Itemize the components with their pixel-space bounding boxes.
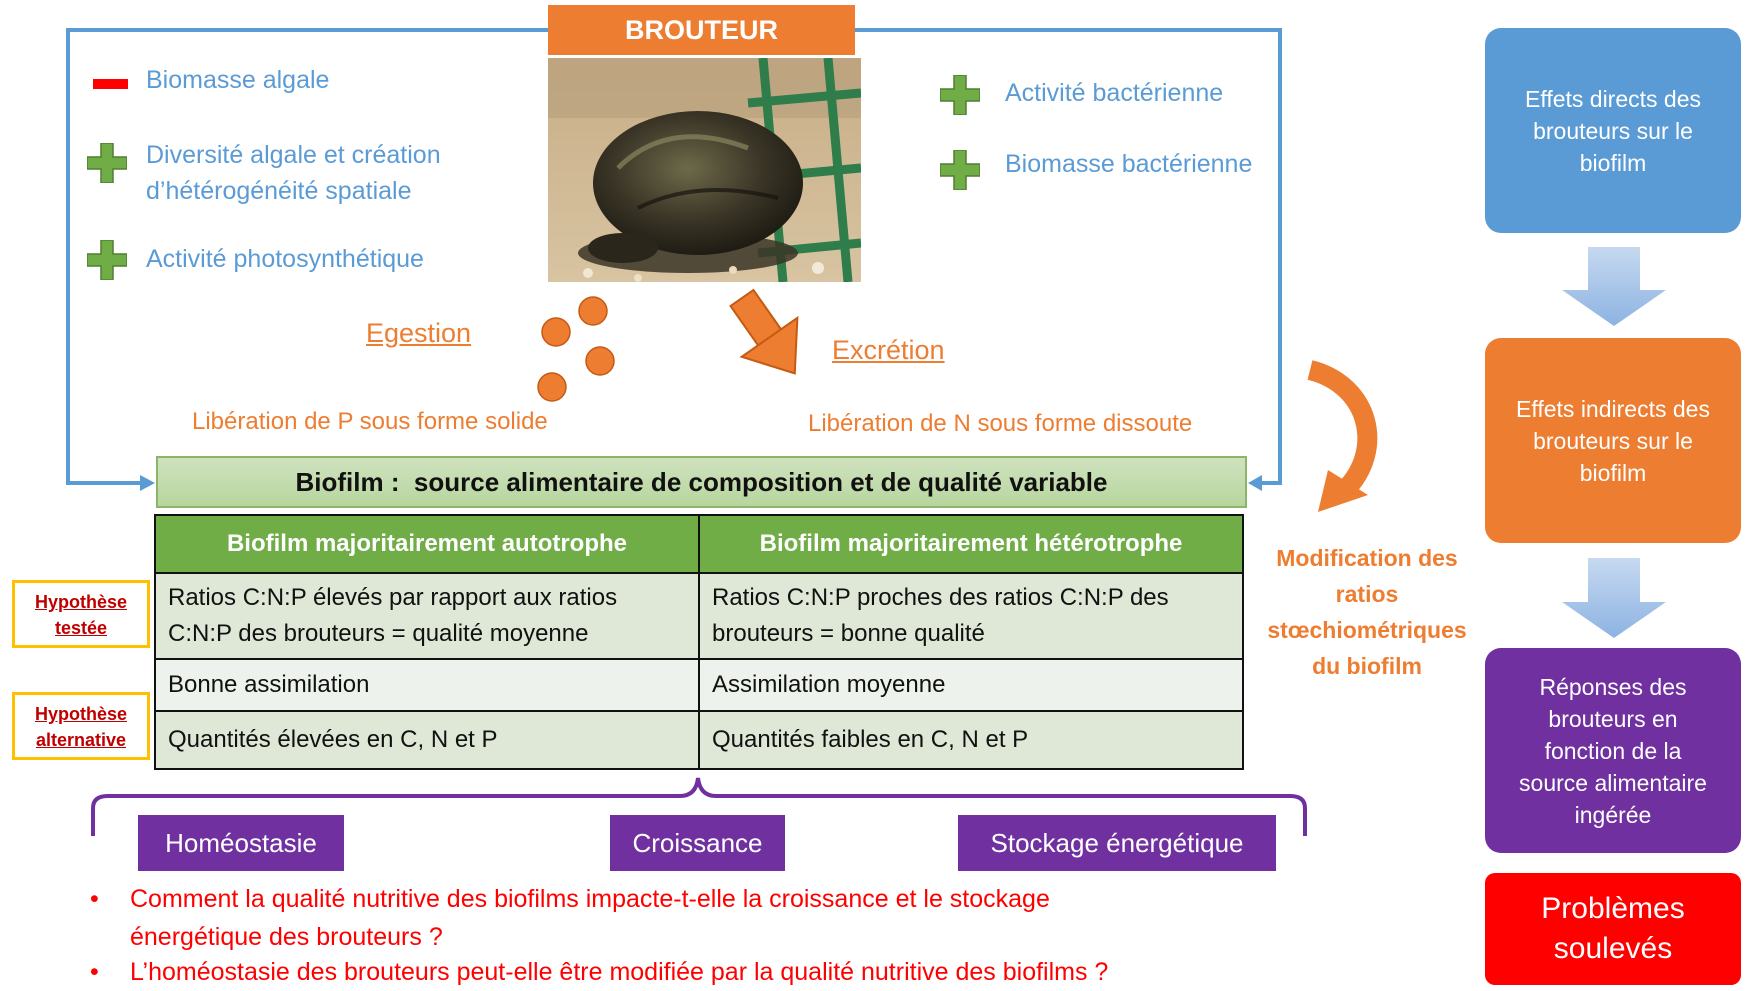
diversite-label-line1: Diversité algale et création (146, 141, 441, 169)
flow-box-line: brouteurs sur le (1533, 117, 1693, 144)
blue-frame-right (855, 28, 1282, 485)
table-header-row: Biofilm majoritairement autotrophe Biofi… (154, 514, 1244, 574)
flow-down-arrow (1562, 558, 1666, 638)
biomasse-algale-label: Biomasse algale (146, 66, 330, 94)
flow-box-line: Problèmes (1541, 892, 1685, 925)
table-row: Quantités élevées en C, N et P Quantités… (154, 710, 1244, 770)
hypothese-alternative-tag: Hypothèse alternative (12, 692, 150, 760)
flow-box-line: biofilm (1579, 459, 1647, 486)
plus-icon (940, 150, 980, 190)
bullet-marker: • (90, 885, 99, 913)
egestion-caption: Libération de P sous forme solide (192, 408, 548, 435)
biomasse-bacterienne-label: Biomasse bactérienne (1005, 150, 1253, 178)
brouteur-label-text: BROUTEUR (625, 14, 778, 45)
blue-frame-left (66, 28, 548, 485)
table-cell: Ratios C:N:P proches des ratios C:N:P de… (698, 572, 1244, 660)
flow-box-line: Effets directs des (1525, 85, 1701, 112)
flow-box-reponses: Réponses des brouteurs en fonction de la… (1485, 648, 1741, 853)
flow-box-line: ingérée (1574, 801, 1652, 828)
pellet (537, 372, 567, 402)
hypothese-alternative-line1: Hypothèse (34, 704, 128, 724)
plus-icon (87, 240, 127, 280)
table-cell-line: Ratios C:N:P élevés par rapport aux rati… (168, 584, 618, 611)
flow-box-problemes: Problèmes soulevés (1485, 873, 1741, 985)
plus-icon (87, 143, 127, 183)
table-cell: Quantités faibles en C, N et P (698, 710, 1244, 770)
flow-box-line: fonction de la (1544, 737, 1682, 764)
table-header-autotrophe: Biofilm majoritairement autotrophe (154, 514, 700, 574)
table-cell-line: C:N:P des brouteurs = qualité moyenne (168, 620, 589, 647)
pellet (541, 317, 571, 347)
flow-box-effets-indirects: Effets indirects des brouteurs sur le bi… (1485, 338, 1741, 543)
table-header-heterotrophe: Biofilm majoritairement hétérotrophe (698, 514, 1244, 574)
blue-frame-right-arrowhead (1248, 475, 1262, 491)
diversite-label: Diversité algale et création d’hétérogén… (146, 137, 441, 209)
photosynthese-label: Activité photosynthétique (146, 245, 424, 273)
flow-box-line: soulevés (1553, 932, 1673, 965)
question-1-line1: Comment la qualité nutritive des biofilm… (130, 885, 1050, 913)
hypothese-testee-tag: Hypothèse testée (12, 580, 150, 648)
snail-photo (548, 58, 861, 282)
modification-line: ratios (1335, 581, 1399, 607)
pellet (585, 346, 615, 376)
flow-box-line: biofilm (1579, 149, 1647, 176)
flow-box-line: source alimentaire (1519, 769, 1707, 796)
question-2: • L’homéostasie des brouteurs peut-elle … (90, 953, 1108, 991)
hypothese-alternative-line2: alternative (35, 730, 127, 750)
blue-frame-left-arrowhead (140, 475, 155, 491)
biofilm-header-text: Biofilm : source alimentaire de composit… (295, 466, 1108, 497)
brouteur-label: BROUTEUR (548, 5, 855, 55)
table-cell-line: Ratios C:N:P proches des ratios C:N:P de… (712, 584, 1169, 611)
purple-brace (91, 777, 1307, 836)
diversite-label-line2: d’hétérogénéité spatiale (146, 177, 412, 205)
question-2-line1: L’homéostasie des brouteurs peut-elle êt… (130, 958, 1109, 986)
flow-box-line: brouteurs sur le (1533, 427, 1693, 454)
table-row: Bonne assimilation Assimilation moyenne (154, 658, 1244, 712)
table-row: Ratios C:N:P élevés par rapport aux rati… (154, 572, 1244, 660)
excretion-caption: Libération de N sous forme dissoute (808, 410, 1193, 437)
plus-icon (940, 75, 980, 115)
flow-box-effets-directs: Effets directs des brouteurs sur le biof… (1485, 28, 1741, 233)
stockage-label: Stockage énergétique (958, 815, 1276, 871)
question-1: • Comment la qualité nutritive des biofi… (90, 880, 1050, 956)
curved-orange-arrow (1307, 360, 1378, 498)
table-cell: Bonne assimilation (154, 658, 700, 712)
table-cell-line: brouteurs = bonne qualité (712, 620, 985, 647)
curved-arrow-head (1318, 470, 1368, 512)
flow-box-line: brouteurs en (1548, 705, 1678, 732)
homeostasie-label: Homéostasie (138, 815, 344, 871)
flow-box-line: Effets indirects des (1516, 395, 1710, 422)
excretion-arrow (729, 288, 799, 375)
flow-down-arrow (1562, 247, 1666, 326)
activite-bacterienne-label: Activité bactérienne (1005, 79, 1224, 107)
table-cell: Assimilation moyenne (698, 658, 1244, 712)
biofilm-header: Biofilm : source alimentaire de composit… (156, 456, 1247, 508)
modification-line: du biofilm (1312, 653, 1422, 679)
egestion-label: Egestion (366, 318, 472, 348)
croissance-label: Croissance (610, 815, 785, 871)
pellet (578, 296, 608, 326)
table-cell: Quantités élevées en C, N et P (154, 710, 700, 770)
question-1-line2: énergétique des brouteurs ? (130, 923, 443, 951)
hypothese-testee-line2: testée (54, 618, 108, 638)
flow-box-line: Réponses des (1539, 673, 1687, 700)
table-cell: Ratios C:N:P élevés par rapport aux rati… (154, 572, 700, 660)
modification-line: stœchiométriques (1267, 617, 1467, 643)
modification-text: Modification des ratios stœchiométriques… (1252, 540, 1482, 684)
biofilm-table: Biofilm majoritairement autotrophe Biofi… (154, 514, 1244, 770)
bullet-marker: • (90, 958, 99, 986)
minus-icon (93, 79, 128, 89)
modification-line: Modification des (1276, 545, 1458, 571)
excretion-label: Excrétion (832, 335, 945, 365)
hypothese-testee-line1: Hypothèse (34, 592, 128, 612)
